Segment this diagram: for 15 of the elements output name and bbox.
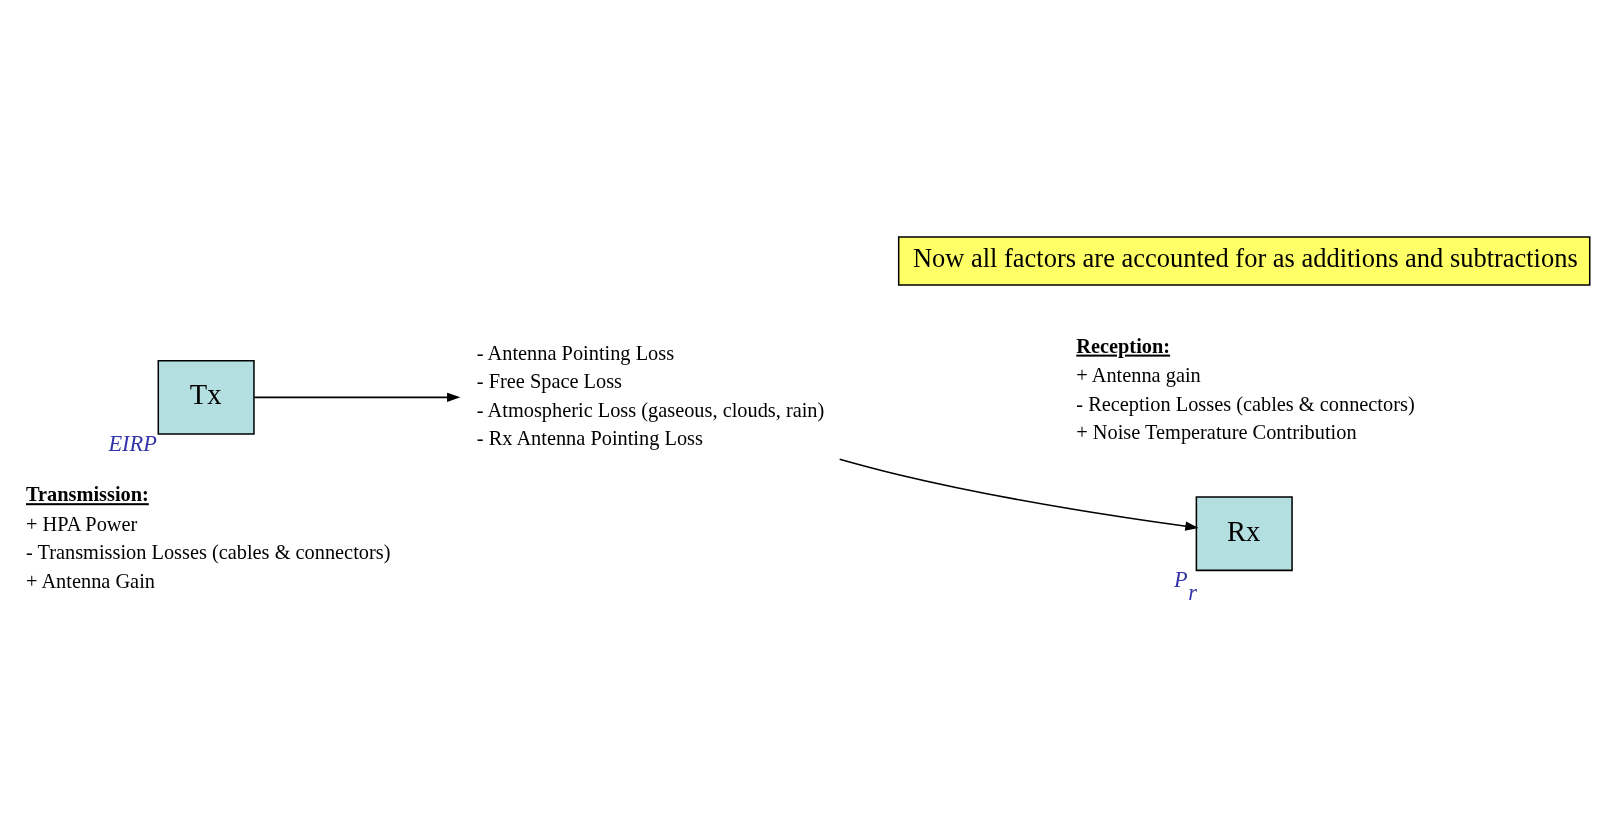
node-box: Rx bbox=[1195, 496, 1293, 572]
label: Transmission: bbox=[25, 483, 149, 506]
node-box: Now all factors are accounted for as additions and subtractions bbox=[897, 236, 1591, 286]
node-label: EIRP bbox=[108, 430, 157, 456]
label: + Antenna gain bbox=[1076, 364, 1201, 387]
label: Reception: bbox=[1076, 334, 1171, 357]
arrow bbox=[253, 392, 461, 402]
label: - Transmission Losses (cables & connectors) bbox=[25, 541, 391, 564]
node-text: - Antenna Pointing Loss - Free Space Loss - Atmospheric Loss (gaseous, clouds, rain) - Rx Antenna Pointing Loss bbox=[476, 341, 825, 450]
label: + Noise Temperature Contribution bbox=[1076, 421, 1357, 444]
label: + Antenna Gain bbox=[25, 569, 155, 592]
arrow bbox=[838, 458, 1199, 531]
label: - Reception Losses (cables & connectors) bbox=[1076, 392, 1415, 415]
node-box: Tx bbox=[157, 359, 255, 435]
label: + HPA Power bbox=[25, 512, 138, 535]
